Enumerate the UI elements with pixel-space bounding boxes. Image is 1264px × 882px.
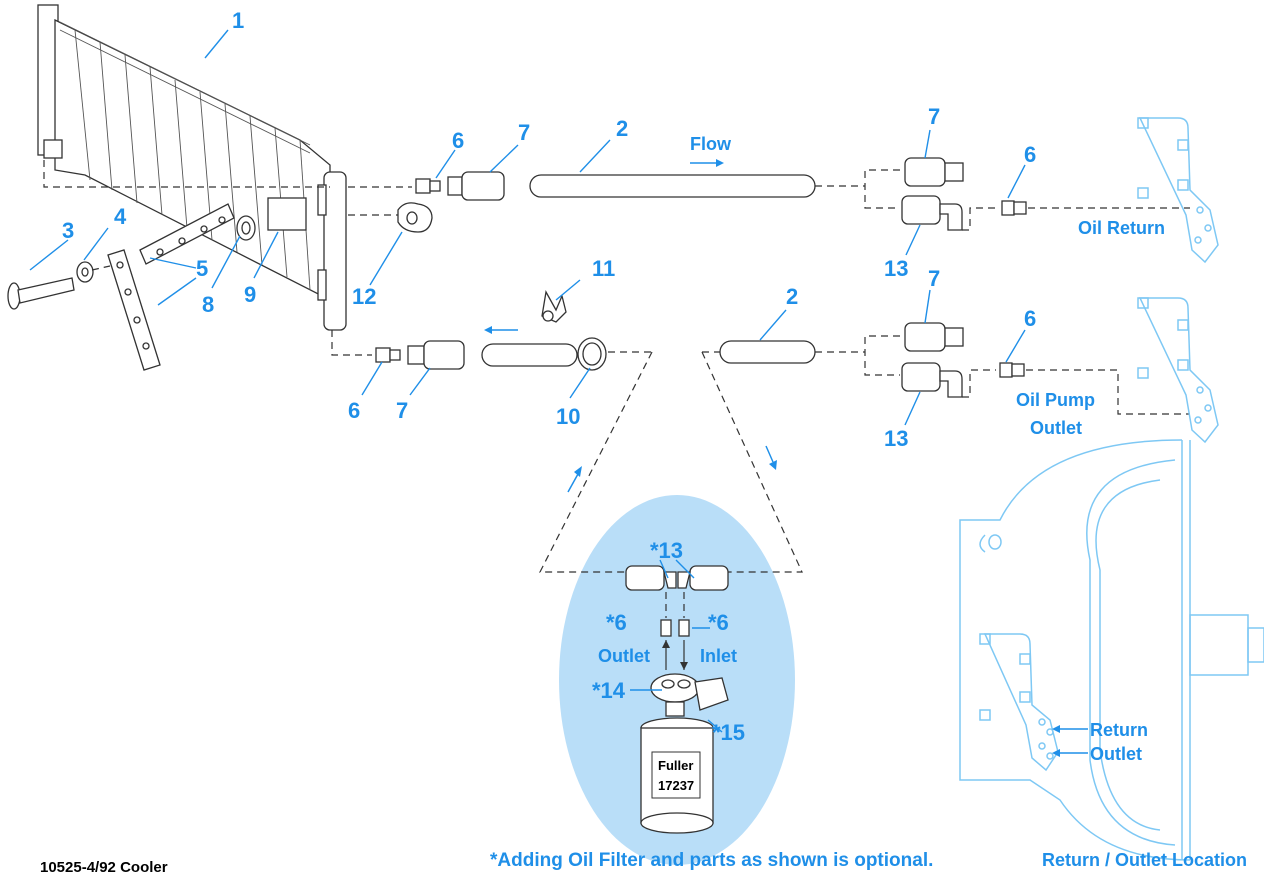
part-number-6-optional-outlet: *6 bbox=[606, 610, 627, 635]
filter-loop-left bbox=[539, 351, 653, 573]
tee-fitting bbox=[397, 202, 433, 233]
part-number-5: 5 bbox=[196, 256, 208, 281]
engine-housing bbox=[959, 117, 1264, 861]
part-number-12: 12 bbox=[352, 284, 376, 309]
lower-line bbox=[331, 322, 1190, 415]
filter-number-label: 17237 bbox=[658, 778, 694, 793]
part-number-7-upper-right: 7 bbox=[928, 104, 940, 129]
location-caption: Return / Outlet Location bbox=[1042, 850, 1247, 870]
part-number-14-optional: *14 bbox=[592, 678, 626, 703]
part-number-1: 1 bbox=[232, 8, 244, 33]
part-number-10: 10 bbox=[556, 404, 580, 429]
flow-arrows bbox=[484, 159, 777, 493]
part-number-6-optional-inlet: *6 bbox=[708, 610, 729, 635]
flow-label: Flow bbox=[690, 134, 732, 154]
bolt bbox=[7, 277, 75, 310]
oil-pump-outlet-label: Outlet bbox=[1030, 418, 1082, 438]
part-number-13-upper: 13 bbox=[884, 256, 908, 281]
part-number-3: 3 bbox=[62, 218, 74, 243]
part-number-6-lower-left: 6 bbox=[348, 398, 360, 423]
part-number-8: 8 bbox=[202, 292, 214, 317]
part-number-7-upper-left: 7 bbox=[518, 120, 530, 145]
hose-clip bbox=[541, 290, 567, 323]
part-number-7-lower-right: 7 bbox=[928, 266, 940, 291]
part-number-4: 4 bbox=[114, 204, 127, 229]
part-number-6-upper-right: 6 bbox=[1024, 142, 1036, 167]
part-number-6-upper-left: 6 bbox=[452, 128, 464, 153]
upper-line bbox=[43, 157, 1190, 231]
filter-inlet-label: Inlet bbox=[700, 646, 737, 666]
leader-lines bbox=[29, 29, 1088, 757]
oil-pump-label: Oil Pump bbox=[1016, 390, 1095, 410]
part-number-6-lower-right: 6 bbox=[1024, 306, 1036, 331]
mount-block bbox=[267, 197, 307, 231]
filter-brand-label: Fuller bbox=[658, 758, 693, 773]
filter-loop-right bbox=[701, 351, 803, 573]
mount-brackets bbox=[107, 203, 235, 371]
part-number-13-lower: 13 bbox=[884, 426, 908, 451]
oil-return-label: Oil Return bbox=[1078, 218, 1165, 238]
optional-note: *Adding Oil Filter and parts as shown is… bbox=[490, 850, 933, 871]
part-number-2-lower: 2 bbox=[786, 284, 798, 309]
filter-outlet-label: Outlet bbox=[598, 646, 650, 666]
return-location-label: Return bbox=[1090, 720, 1148, 740]
part-number-9: 9 bbox=[244, 282, 256, 307]
figure-id: 10525-4/92 Cooler bbox=[40, 859, 168, 876]
part-number-11: 11 bbox=[592, 256, 615, 281]
part-number-7-lower-left: 7 bbox=[396, 398, 408, 423]
optional-filter-assembly bbox=[625, 565, 729, 834]
part-number-13-optional: *13 bbox=[650, 538, 683, 563]
part-number-2-upper: 2 bbox=[616, 116, 628, 141]
outlet-location-label: Outlet bbox=[1090, 744, 1142, 764]
part-number-15-optional: *15 bbox=[712, 720, 745, 745]
